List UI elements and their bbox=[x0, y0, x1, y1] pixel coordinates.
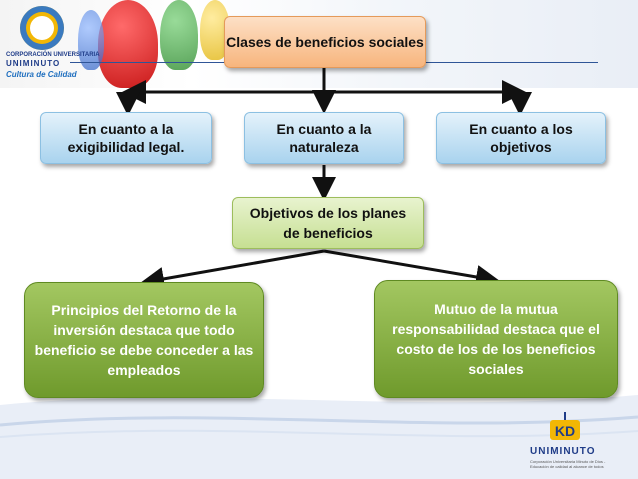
box-naturaleza: En cuanto a la naturaleza bbox=[244, 112, 404, 164]
logo-center bbox=[30, 16, 54, 40]
logo-line1: CORPORACIÓN UNIVERSITARIA bbox=[6, 52, 100, 58]
pawn-figure-green bbox=[160, 0, 198, 70]
connector-to-left-bottom bbox=[140, 249, 325, 291]
box-exigibilidad-label: En cuanto a la exigibilidad legal. bbox=[67, 121, 185, 155]
box-mutua-responsabilidad: Mutuo de la mutua responsabilidad destac… bbox=[374, 280, 618, 398]
header-background bbox=[0, 0, 638, 88]
connector-to-right-bottom bbox=[323, 249, 500, 289]
university-logo-bottom: KD UNIMINUTO Corporación Universitaria M… bbox=[530, 412, 630, 474]
logo-line3: Cultura de Calidad bbox=[6, 70, 77, 79]
box-objetivos-label: En cuanto a los objetivos bbox=[469, 121, 573, 155]
logo-line2: UNIMINUTO bbox=[6, 59, 61, 68]
logo-bottom-line2: Corporación Universitaria Minuto de Dios… bbox=[530, 459, 606, 469]
root-box: Clases de beneficios sociales bbox=[224, 16, 426, 68]
bottom-swoosh bbox=[0, 395, 638, 479]
logo-bottom-line1: UNIMINUTO bbox=[530, 446, 596, 457]
box-objetivos-planes-label: Objetivos de los planes de beneficios bbox=[249, 205, 407, 241]
svg-text:KD: KD bbox=[555, 423, 575, 439]
university-logo-top: CORPORACIÓN UNIVERSITARIA UNIMINUTO Cult… bbox=[6, 6, 100, 86]
box-objetivos: En cuanto a los objetivos bbox=[436, 112, 606, 164]
box-mutua-responsabilidad-label: Mutuo de la mutua responsabilidad destac… bbox=[392, 301, 600, 377]
box-objetivos-planes: Objetivos de los planes de beneficios bbox=[232, 197, 424, 249]
root-label: Clases de beneficios sociales bbox=[226, 34, 424, 50]
box-retorno-inversion: Principios del Retorno de la inversión d… bbox=[24, 282, 264, 398]
pawn-figure-blue bbox=[78, 10, 104, 70]
kd-logo-icon: KD bbox=[550, 412, 580, 440]
box-naturaleza-label: En cuanto a la naturaleza bbox=[276, 121, 372, 155]
box-exigibilidad: En cuanto a la exigibilidad legal. bbox=[40, 112, 212, 164]
box-retorno-inversion-label: Principios del Retorno de la inversión d… bbox=[34, 302, 254, 378]
pawn-figure-red bbox=[98, 0, 158, 88]
